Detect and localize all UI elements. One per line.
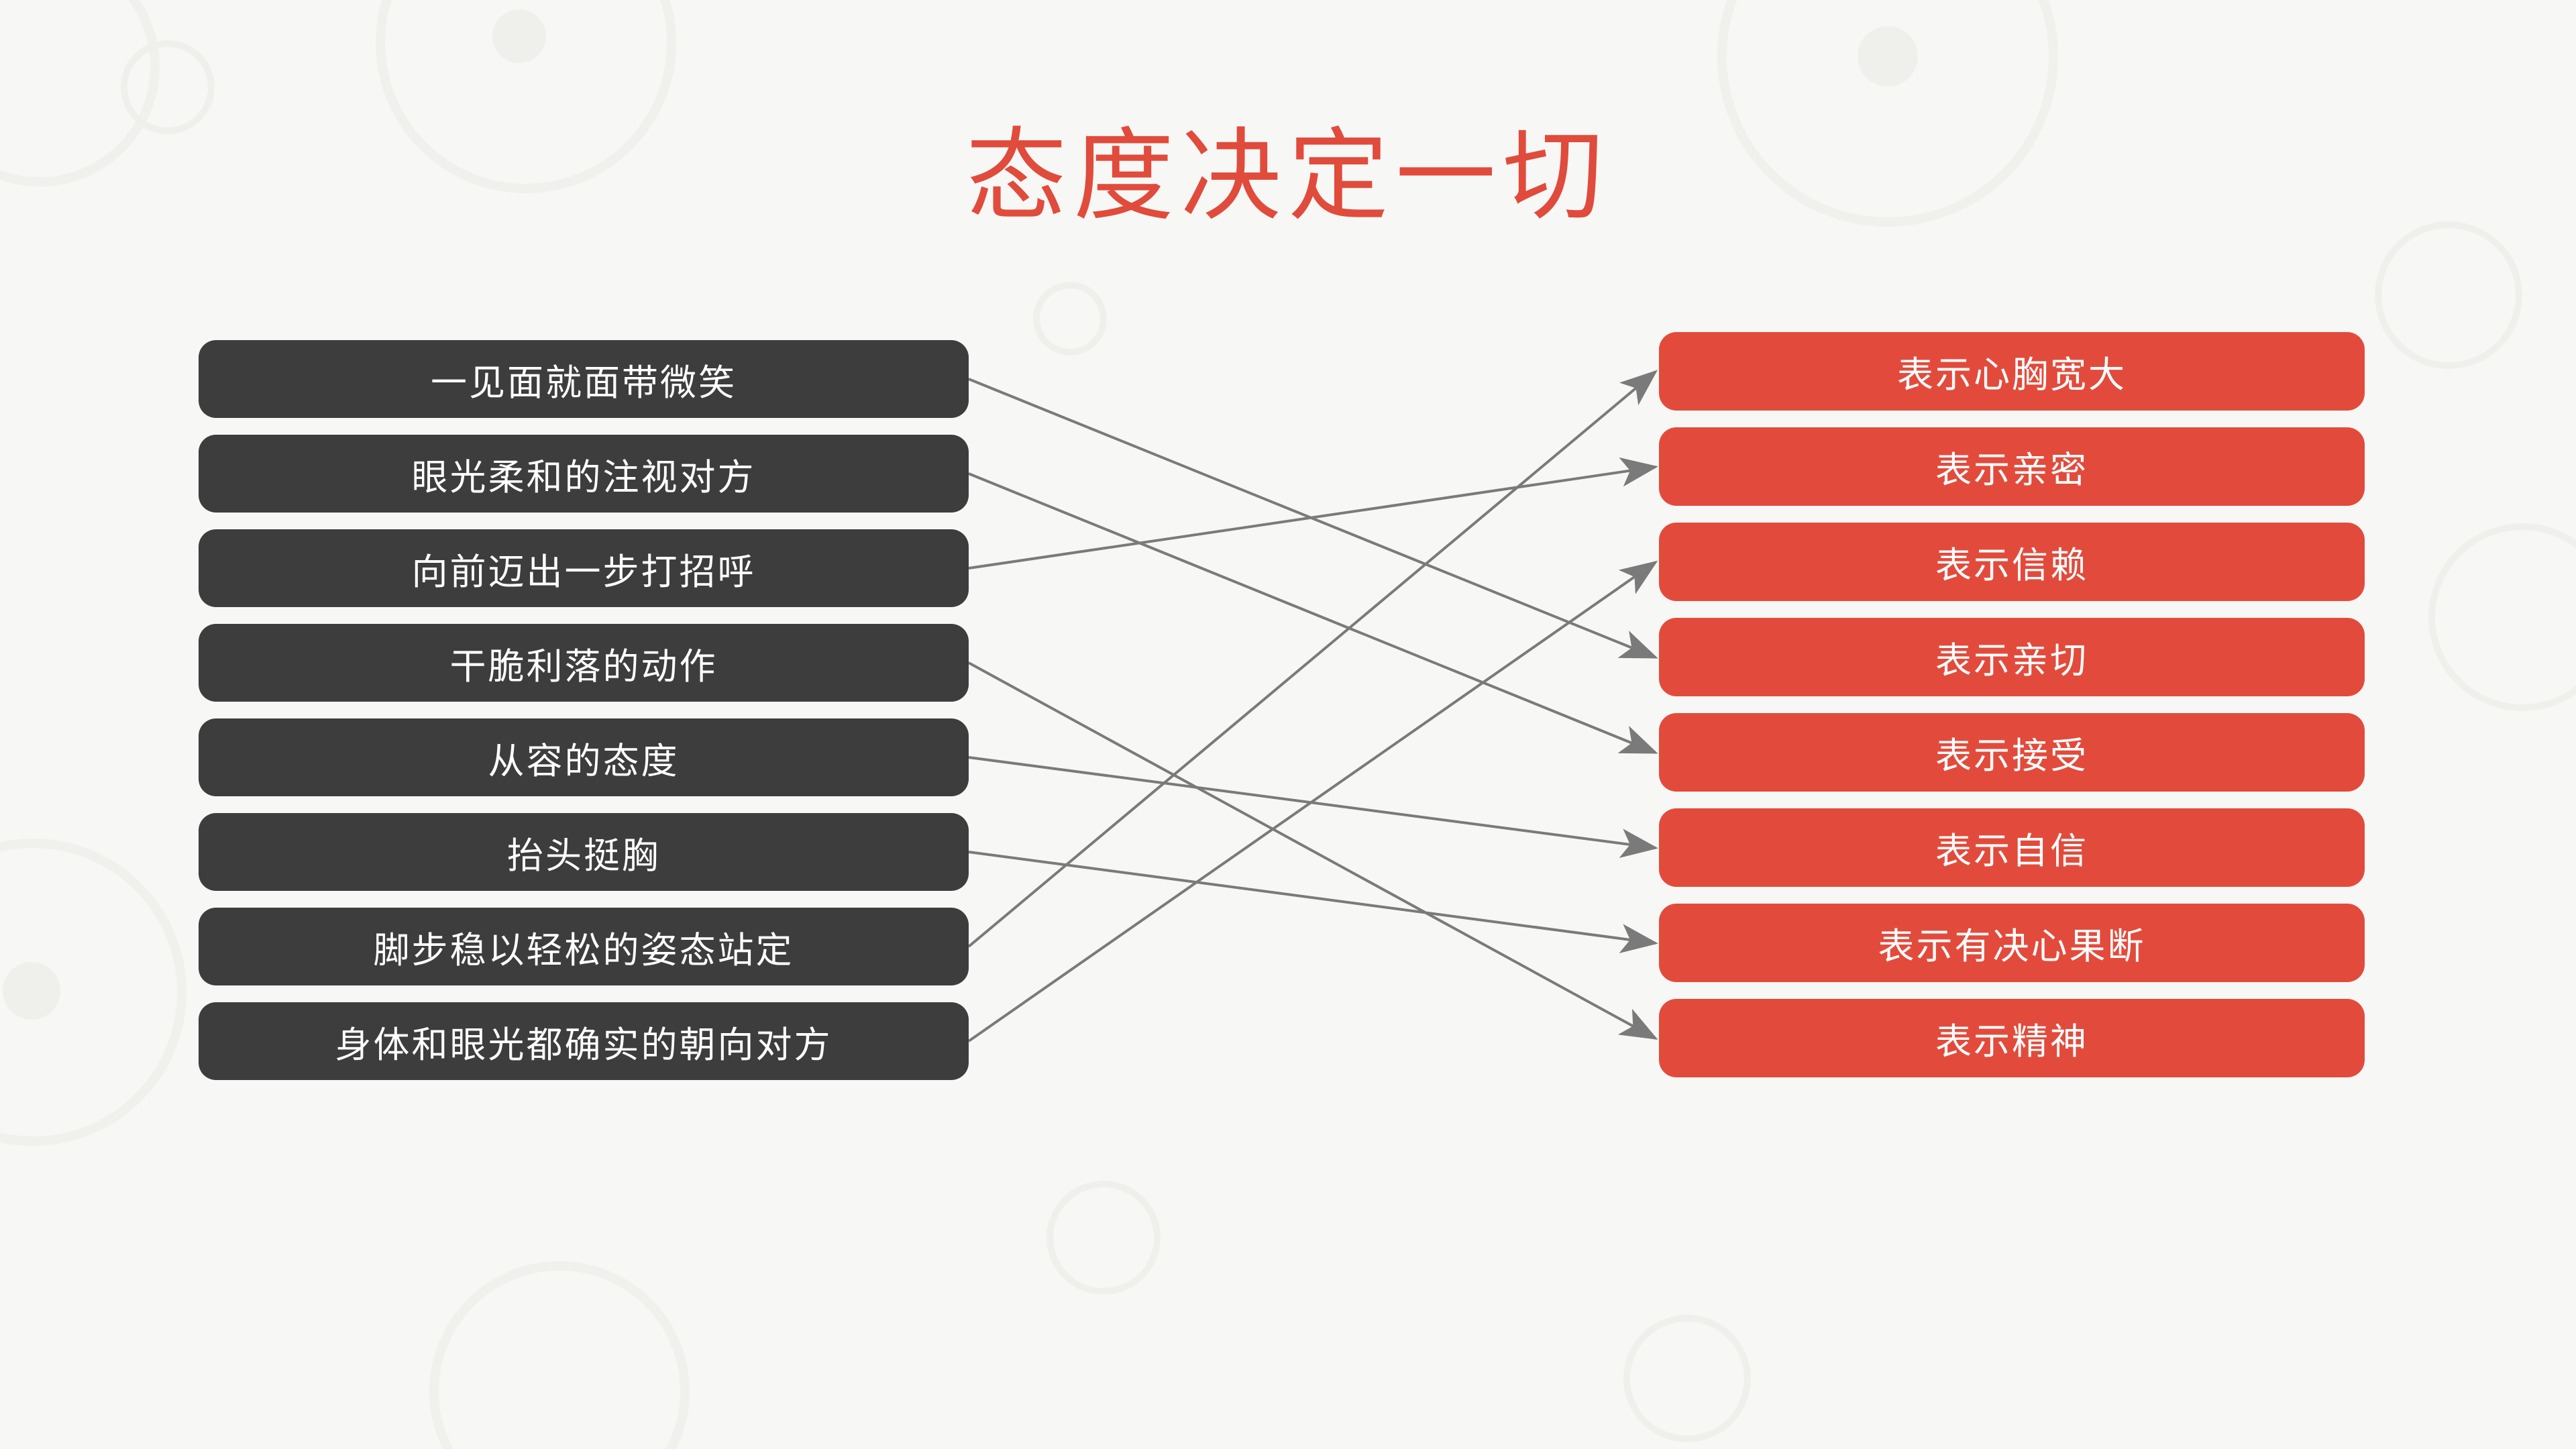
right-node-6[interactable]: 表示自信 (1659, 808, 2365, 887)
connector-line-5 (968, 756, 1658, 859)
left-node-label: 从容的态度 (488, 739, 680, 782)
watermark-ring (1623, 1315, 1751, 1442)
watermark-ring (1033, 282, 1107, 356)
left-node-label: 眼光柔和的注视对方 (411, 455, 756, 498)
left-node-6[interactable]: 抬头挺胸 (199, 813, 969, 891)
left-node-label: 干脆利落的动作 (449, 645, 718, 688)
right-node-5[interactable]: 表示接受 (1659, 713, 2365, 792)
connector-line-2 (968, 472, 1658, 754)
right-node-label: 表示接受 (1935, 735, 2088, 777)
right-node-label: 表示精神 (1935, 1020, 2088, 1063)
left-node-label: 抬头挺胸 (507, 834, 660, 877)
left-node-1[interactable]: 一见面就面带微笑 (199, 340, 969, 418)
watermark-circle (429, 1261, 690, 1449)
right-node-label: 表示有决心果断 (1878, 925, 2146, 967)
left-node-label: 向前迈出一步打招呼 (411, 550, 756, 593)
right-node-label: 表示亲密 (1935, 449, 2088, 491)
connector-line-4 (968, 661, 1658, 1040)
left-node-3[interactable]: 向前迈出一步打招呼 (199, 529, 969, 607)
watermark-ring (2375, 221, 2522, 369)
left-column: 一见面就面带微笑 眼光柔和的注视对方 向前迈出一步打招呼 干脆利落的动作 从容的… (199, 340, 969, 1097)
connector-lines (967, 370, 1658, 1042)
right-node-4[interactable]: 表示亲切 (1659, 618, 2365, 696)
left-node-label: 一见面就面带微笑 (431, 361, 737, 404)
right-node-2[interactable]: 表示亲密 (1659, 427, 2365, 506)
right-node-label: 表示自信 (1935, 830, 2088, 872)
watermark-circle (0, 839, 186, 1146)
watermark-ring (2428, 523, 2576, 711)
right-node-label: 表示信赖 (1935, 544, 2088, 586)
left-node-5[interactable]: 从容的态度 (199, 718, 969, 796)
connector-line-3 (968, 457, 1658, 570)
page-title: 态度决定一切 (965, 117, 1610, 235)
connector-line-7 (967, 370, 1658, 948)
connector-line-6 (968, 851, 1658, 953)
watermark-ring (121, 40, 215, 134)
right-node-label: 表示亲切 (1935, 639, 2088, 682)
left-node-label: 脚步稳以轻松的姿态站定 (373, 928, 794, 971)
right-node-1[interactable]: 表示心胸宽大 (1659, 332, 2365, 411)
left-node-label: 身体和眼光都确实的朝向对方 (335, 1023, 833, 1066)
right-node-3[interactable]: 表示信赖 (1659, 523, 2365, 601)
connector-line-8 (967, 560, 1658, 1042)
left-node-2[interactable]: 眼光柔和的注视对方 (199, 435, 969, 513)
right-column: 表示心胸宽大 表示亲密 表示信赖 表示亲切 表示接受 表示自信 表示有决心果断 … (1659, 332, 2365, 1094)
left-node-4[interactable]: 干脆利落的动作 (199, 624, 969, 702)
right-node-8[interactable]: 表示精神 (1659, 999, 2365, 1077)
left-node-7[interactable]: 脚步稳以轻松的姿态站定 (199, 908, 969, 985)
left-node-8[interactable]: 身体和眼光都确实的朝向对方 (199, 1002, 969, 1080)
watermark-ring (1046, 1181, 1161, 1295)
connector-line-1 (968, 378, 1658, 659)
right-node-7[interactable]: 表示有决心果断 (1659, 904, 2365, 982)
right-node-label: 表示心胸宽大 (1897, 354, 2127, 396)
